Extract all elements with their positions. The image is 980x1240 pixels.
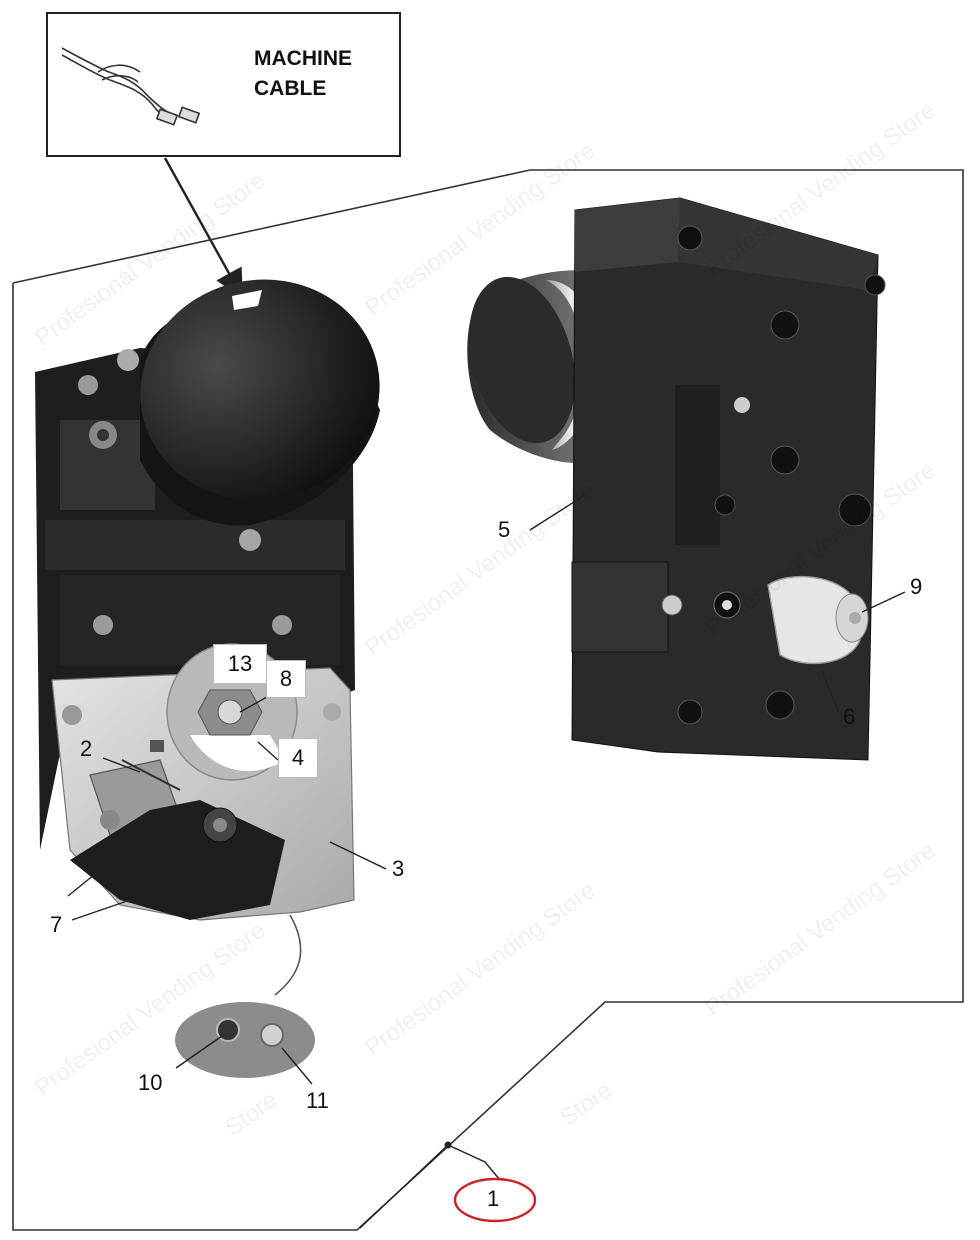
callout-arrow [163,157,243,299]
leader-lines [67,494,906,1229]
part-label-10: 10 [138,1070,163,1095]
part-label-2: 2 [80,736,93,761]
part-label-11: 11 [306,1088,329,1113]
machine-cable-title-line2: CABLE [254,77,327,100]
right-gearmotor [467,197,886,761]
part-label-6: 6 [843,704,856,729]
part-label-9: 9 [910,574,923,599]
left-motor-assembly [35,279,380,1078]
part-label-5: 5 [498,517,511,542]
machine-cable-callout-box [46,12,401,157]
part-label-1: 1 [487,1186,500,1211]
part-label-7: 7 [50,912,63,937]
machine-cable-icon [61,47,201,126]
earth-pad [175,1002,315,1078]
part-label-13: 13 [213,644,267,684]
assembly-outline [12,169,964,1231]
part-label-8: 8 [266,660,306,698]
part-label-4: 4 [278,738,318,778]
white-drive-gear [767,575,861,665]
part-label-3: 3 [392,856,405,881]
machine-cable-title: MACHINE CABLE [254,44,352,104]
machine-cable-title-line1: MACHINE [254,47,352,70]
part-1-highlight-ring [453,1177,537,1223]
